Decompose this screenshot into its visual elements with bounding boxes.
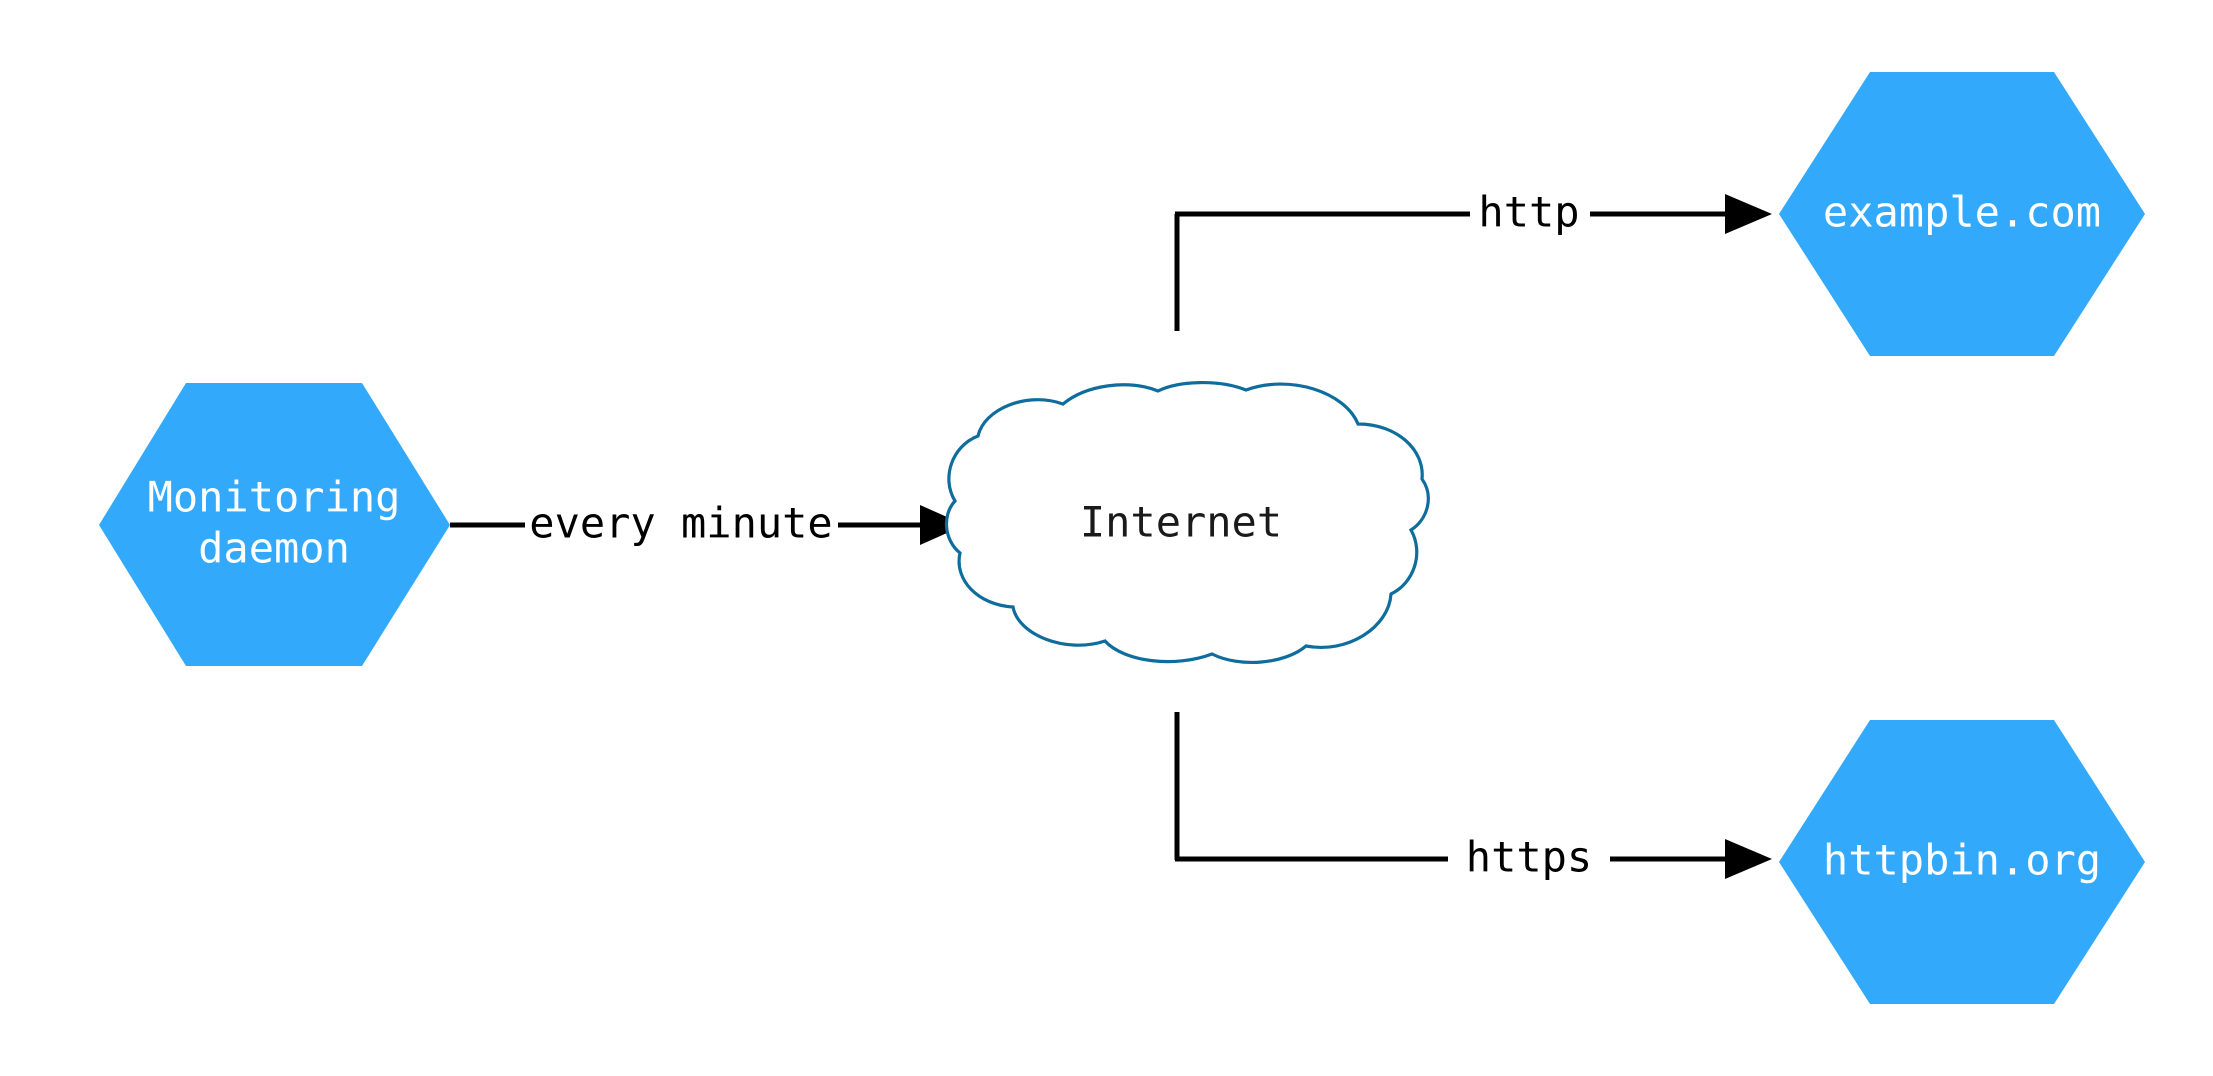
node-label-line1: example.com (1823, 188, 2101, 237)
node-example-com[interactable]: example.com (1779, 72, 2145, 356)
node-label-line2: daemon (198, 524, 350, 573)
hexagon-shape (1779, 72, 2145, 356)
node-label-line1: Monitoring (148, 473, 401, 522)
edge-daemon-to-internet[interactable]: every minute (450, 499, 965, 548)
edge-label-https: https (1466, 833, 1592, 882)
arrow-head-icon (1725, 839, 1772, 879)
edge-internet-to-example[interactable]: http (1174, 188, 1772, 332)
cloud-shape (944, 381, 1430, 664)
edge-internet-to-httpbin[interactable]: https (1174, 712, 1772, 882)
node-label-line1: Internet (1080, 498, 1282, 547)
edge-label-http: http (1478, 188, 1579, 237)
node-internet[interactable]: Internet (944, 381, 1430, 664)
edge-label-every-minute: every minute (529, 499, 832, 548)
node-monitoring-daemon[interactable]: Monitoring daemon (99, 383, 450, 666)
arrow-head-icon (1725, 194, 1772, 234)
hexagon-shape (1779, 720, 2145, 1004)
node-httpbin-org[interactable]: httpbin.org (1779, 720, 2145, 1004)
node-label-line1: httpbin.org (1823, 836, 2101, 885)
arrow-head-icon (920, 505, 965, 545)
hexagon-shape (99, 383, 450, 666)
